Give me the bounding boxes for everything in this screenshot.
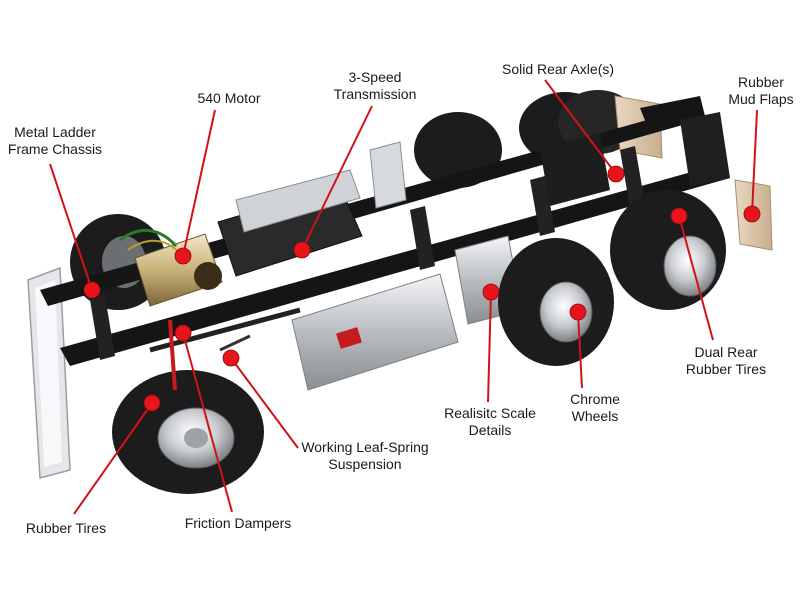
marker-dot-rubber-mud-flaps — [743, 205, 761, 223]
label-rubber-tires: Rubber Tires — [26, 520, 106, 537]
leader-line-realistic-scale-details — [487, 291, 492, 403]
label-line: Rubber Tires — [25, 520, 107, 536]
label-dual-rear-rubber-tires: Dual Rear Rubber Tires — [686, 344, 766, 378]
marker-dot-solid-rear-axles — [607, 165, 625, 183]
label-line: Frame Chassis — [7, 141, 103, 157]
label-line: Metal Ladder — [14, 124, 96, 140]
label-working-leaf-spring-suspension: Working Leaf-Spring Suspension — [301, 439, 428, 473]
label-line: Realisitc Scale — [444, 405, 536, 421]
leader-line-working-leaf-spring-suspension — [230, 357, 299, 449]
label-540-motor: 540 Motor — [197, 90, 260, 107]
suspension-links — [149, 307, 301, 391]
leader-line-metal-ladder-frame-chassis — [49, 163, 93, 291]
leader-line-rubber-mud-flaps — [751, 109, 758, 215]
label-line: Chrome — [570, 391, 620, 407]
leader-line-friction-dampers — [182, 332, 233, 513]
leader-line-chrome-wheels — [577, 311, 583, 389]
marker-dot-dual-rear-rubber-tires — [670, 207, 688, 225]
motor — [119, 228, 223, 307]
marker-dot-realistic-scale-details — [482, 283, 500, 301]
transmission — [217, 141, 407, 277]
front-tire-near — [112, 370, 264, 494]
label-line: 540 Motor — [197, 90, 261, 106]
front-bumper — [27, 266, 71, 479]
leader-line-540-motor — [182, 109, 216, 257]
label-line: Friction Dampers — [184, 515, 292, 531]
leader-line-solid-rear-axles — [544, 79, 617, 175]
label-line: Rubber Tires — [685, 361, 767, 377]
label-line: Details — [468, 422, 512, 438]
label-friction-dampers: Friction Dampers — [185, 515, 292, 532]
marker-dot-chrome-wheels — [569, 303, 587, 321]
label-line: Suspension — [328, 456, 402, 472]
label-line: Transmission — [333, 86, 417, 102]
label-line: Rubber — [738, 74, 784, 90]
label-line: Solid Rear Axle(s) — [501, 61, 615, 77]
label-line: Working Leaf-Spring — [301, 439, 429, 455]
label-chrome-wheels: Chrome Wheels — [570, 391, 620, 425]
marker-dot-working-leaf-spring-suspension — [222, 349, 240, 367]
leader-line-dual-rear-rubber-tires — [678, 215, 714, 341]
marker-dot-540-motor — [174, 247, 192, 265]
leader-line-rubber-tires — [73, 402, 153, 515]
label-metal-ladder-frame-chassis: Metal Ladder Frame Chassis — [8, 124, 102, 158]
marker-dot-3-speed-transmission — [293, 241, 311, 259]
marker-dot-friction-dampers — [174, 324, 192, 342]
marker-dot-rubber-tires — [143, 394, 161, 412]
label-solid-rear-axles: Solid Rear Axle(s) — [502, 61, 614, 78]
callout-leaders — [49, 79, 761, 515]
label-line: 3-Speed — [348, 69, 402, 85]
label-rubber-mud-flaps: Rubber Mud Flaps — [728, 74, 793, 108]
label-realistic-scale-details: Realisitc Scale Details — [444, 405, 536, 439]
label-line: Dual Rear — [694, 344, 758, 360]
label-line: Wheels — [571, 408, 619, 424]
label-3-speed-transmission: 3-Speed Transmission — [334, 69, 417, 103]
leader-line-3-speed-transmission — [301, 105, 373, 251]
label-line: Mud Flaps — [728, 91, 794, 107]
marker-dot-metal-ladder-frame-chassis — [83, 281, 101, 299]
